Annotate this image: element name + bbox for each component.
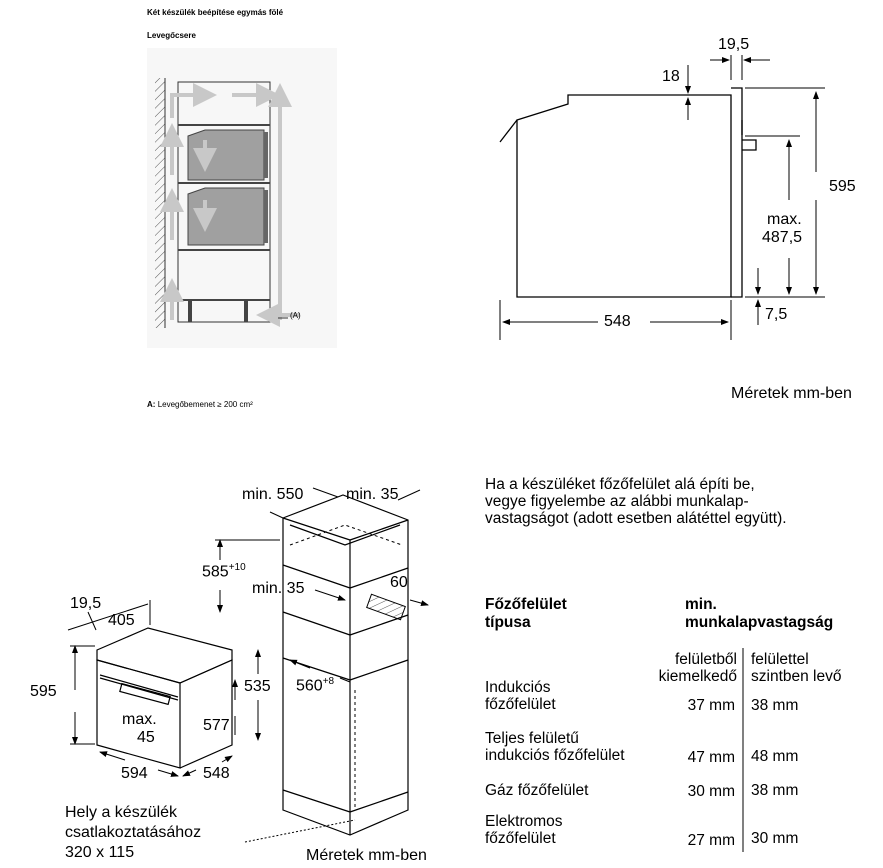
dim-60: 60 bbox=[390, 574, 408, 591]
dim-585-value: 585 bbox=[202, 563, 229, 581]
dim-19-5-top: 19,5 bbox=[718, 36, 750, 53]
row-raised-value: 37 mm bbox=[687, 697, 735, 714]
oven-lower bbox=[187, 187, 265, 246]
dim-max-front: max. bbox=[122, 711, 157, 728]
row-raised-value: 30 mm bbox=[687, 783, 735, 800]
row-flush-value: 38 mm bbox=[751, 782, 799, 799]
dim-535: 535 bbox=[244, 678, 271, 695]
dim-577: 577 bbox=[203, 717, 230, 734]
subheader-flush: felülettel szintben levő bbox=[751, 651, 841, 685]
table-row: Indukciós főzőfelület bbox=[485, 679, 556, 713]
table-header-thickness-line-2: munkalapvastagság bbox=[685, 614, 834, 631]
dim-560: 560+8 bbox=[296, 676, 334, 695]
table-row: Gáz főzőfelület bbox=[485, 782, 588, 799]
heading-stacked-installation: Két készülék beépítése egymás fölé bbox=[147, 8, 284, 17]
row-type-line-2: főzőfelület bbox=[485, 830, 556, 847]
dim-585-tolerance: +10 bbox=[228, 562, 246, 573]
dim-405: 405 bbox=[108, 612, 135, 629]
row-raised-value: 27 mm bbox=[687, 832, 735, 849]
dim-max-label: max. bbox=[767, 211, 802, 228]
connection-line-1: Hely a készülék bbox=[65, 804, 178, 821]
dim-560-value: 560 bbox=[296, 677, 323, 695]
row-type-line-1: Indukciós bbox=[485, 679, 551, 696]
row-flush-value: 48 mm bbox=[751, 748, 799, 765]
table-row: Elektromos főzőfelület bbox=[485, 813, 563, 847]
table-header-thickness: min. munkalapvastagság bbox=[685, 596, 833, 632]
row-type-line-1: Gáz főzőfelület bbox=[485, 782, 589, 799]
info-line-2: vegye figyelembe az alábbi munkalap- bbox=[485, 493, 749, 510]
wall-hatch bbox=[155, 78, 165, 328]
connection-line-3: 320 x 115 bbox=[65, 844, 135, 861]
connection-line-2: csatlakoztatásához bbox=[65, 824, 202, 841]
dim-18: 18 bbox=[662, 68, 680, 85]
oven-upper bbox=[187, 129, 265, 181]
subheader-flush-line-2: szintben levő bbox=[751, 668, 842, 685]
subheader-raised-line-2: kiemelkedő bbox=[658, 668, 737, 685]
subheader-raised-line-1: felületből bbox=[674, 651, 737, 668]
table-header-type-line-1: Főzőfelület bbox=[485, 596, 567, 613]
table-header-type-line-2: típusa bbox=[485, 614, 531, 631]
oven-perspective bbox=[96, 627, 233, 769]
dim-487-5: 487,5 bbox=[762, 229, 803, 246]
dim-560-tolerance: +8 bbox=[322, 676, 335, 687]
row-type-line-1: Teljes felületű bbox=[485, 730, 579, 747]
info-line-1: Ha a készüléket főzőfelület alá építi be… bbox=[485, 476, 755, 493]
dim-548-side: 548 bbox=[604, 313, 631, 330]
connection-space-note: Hely a készülék csatlakoztatásához 320 x… bbox=[65, 803, 201, 863]
row-type-line-1: Elektromos bbox=[485, 813, 563, 830]
table-header-thickness-line-1: min. bbox=[685, 596, 717, 613]
tall-cabinet-perspective bbox=[282, 494, 409, 836]
dim-595-front: 595 bbox=[30, 683, 57, 700]
subheader-raised: felületből kiemelkedő bbox=[630, 651, 737, 685]
info-line-3: vastagságot (adott esetben alátéttel egy… bbox=[485, 510, 787, 527]
heading-air-exchange: Levegőcsere bbox=[147, 31, 196, 40]
dim-19-5-bottom: 19,5 bbox=[70, 595, 102, 612]
callout-a: (A) bbox=[290, 311, 301, 320]
dim-min-35-top: min. 35 bbox=[346, 486, 399, 503]
row-raised-value: 47 mm bbox=[687, 749, 735, 766]
dim-585: 585+10 bbox=[202, 562, 246, 581]
dim-min-550: min. 550 bbox=[242, 486, 304, 503]
row-flush-value: 30 mm bbox=[751, 830, 799, 847]
units-note-top: Méretek mm-ben bbox=[731, 385, 852, 402]
dim-548-front: 548 bbox=[203, 765, 230, 782]
row-flush-value: 38 mm bbox=[751, 697, 799, 714]
row-type-line-2: indukciós főzőfelület bbox=[485, 747, 625, 764]
dim-594: 594 bbox=[121, 765, 148, 782]
info-paragraph: Ha a készüléket főzőfelület alá építi be… bbox=[485, 476, 787, 527]
table-header-type: Főzőfelület típusa bbox=[485, 596, 567, 632]
subheader-flush-line-1: felülettel bbox=[751, 651, 809, 668]
dim-min-35-mid: min. 35 bbox=[252, 580, 305, 597]
legend-key: A: bbox=[147, 400, 156, 409]
legend-text: Levegőbemenet ≥ 200 cm² bbox=[157, 400, 253, 409]
dim-7-5: 7,5 bbox=[765, 306, 788, 323]
legend-a: A: Levegőbemenet ≥ 200 cm² bbox=[147, 400, 253, 409]
dim-45: 45 bbox=[137, 729, 155, 746]
row-type-line-2: főzőfelület bbox=[485, 696, 556, 713]
units-note-bottom: Méretek mm-ben bbox=[306, 847, 427, 864]
oven-side-elevation bbox=[499, 87, 757, 298]
table-row: Teljes felületű indukciós főzőfelület bbox=[485, 730, 625, 764]
dim-595-side: 595 bbox=[829, 178, 856, 195]
